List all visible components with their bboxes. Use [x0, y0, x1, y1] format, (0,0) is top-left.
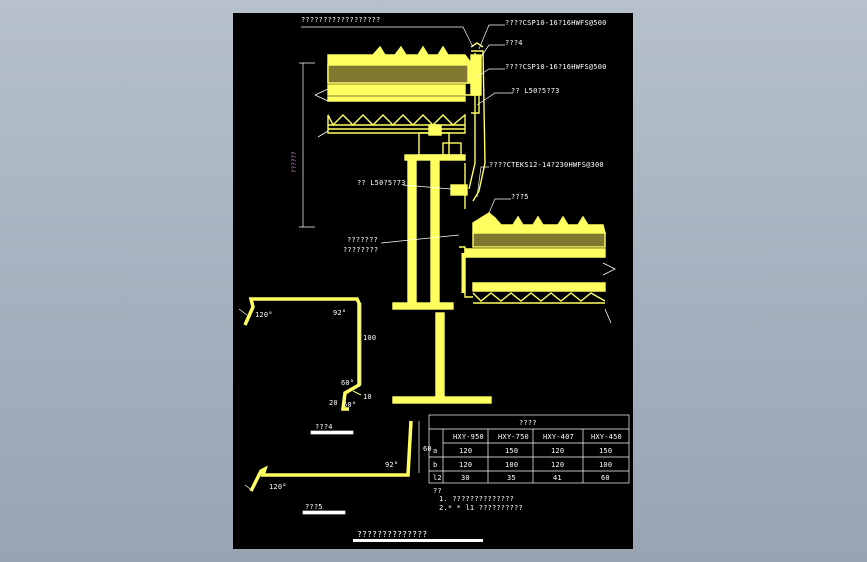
table-cell: a: [433, 447, 438, 455]
callout-8: ???????: [347, 236, 378, 244]
detail5-dim-1: 60: [423, 445, 432, 453]
table-title: ????: [519, 419, 537, 427]
detail4-angle-3: 60°: [341, 379, 355, 387]
table-header: HXY-950: [453, 433, 484, 441]
table-cell: b: [433, 461, 438, 469]
table-cell: 150: [505, 447, 519, 455]
table-cell: l2: [433, 474, 442, 482]
detail4-dim-1: 100: [363, 334, 377, 342]
table-cell: 60: [601, 474, 610, 482]
detail4-angle-1: 120°: [255, 311, 273, 319]
table-cell: 120: [551, 461, 565, 469]
callout-3: ????CSP10-16?16HWFS@500: [505, 63, 607, 71]
table-cell: 100: [599, 461, 613, 469]
notes-line-1: 1. ??????????????: [439, 495, 515, 503]
table-cell: 41: [553, 474, 562, 482]
bottom-title: ??????????????: [357, 530, 428, 539]
gutter-parapet: [465, 42, 486, 202]
cad-drawing: [238, 24, 630, 542]
callout-4: ?? L50?5?73: [511, 87, 560, 95]
callout-5: ????CTEKS12-14?230HWFS@300: [489, 161, 604, 169]
detail-4-dims: [238, 303, 362, 435]
spec-table-grid: [428, 414, 630, 484]
top-title: ??????????????????: [301, 16, 381, 24]
callout-7: ???5: [511, 193, 529, 201]
notes-line-2: 2.* * l1 ??????????: [439, 504, 523, 512]
callout-1: ????CSP10-16?16HWFS@500: [505, 19, 607, 27]
table-cell: 100: [505, 461, 519, 469]
table-cell: 35: [507, 474, 516, 482]
detail4-angle-2: 92°: [333, 309, 347, 317]
notes-heading: ??: [433, 487, 442, 495]
lower-roof-assembly: [459, 212, 616, 324]
detail4-angle-4: 20: [329, 399, 338, 407]
detail5-caption: ???5: [305, 503, 323, 511]
table-cell: 30: [461, 474, 470, 482]
detail-5-dims: [244, 421, 420, 515]
leader-lines: [301, 24, 513, 244]
callout-9: ????????: [343, 246, 379, 254]
detail4-dim-2: 10: [363, 393, 372, 401]
dimension-line: [299, 62, 315, 228]
table-cell: 120: [551, 447, 565, 455]
steel-column: [392, 124, 492, 404]
callout-2: ???4: [505, 39, 523, 47]
detail4-caption: ???4: [315, 423, 333, 431]
detail5-angle-2: 120°: [269, 483, 287, 491]
table-cell: 120: [459, 461, 473, 469]
table-header: HXY-407: [543, 433, 574, 441]
drawing-sheet: ?????????????????? ????CSP10-16?16HWFS@5…: [233, 13, 633, 549]
table-cell: 120: [459, 447, 473, 455]
upper-roof-assembly: [314, 45, 472, 138]
callout-6: ?? L50?5?73: [357, 179, 406, 187]
bottom-underline: [353, 539, 483, 542]
table-cell: 150: [599, 447, 613, 455]
detail4-angle-5: 60°: [343, 401, 357, 409]
table-header: HXY-450: [591, 433, 622, 441]
detail-5-profile: [249, 420, 413, 492]
vertical-dimension: ??????: [291, 151, 298, 173]
table-header: HXY-750: [498, 433, 529, 441]
detail5-angle-1: 92°: [385, 461, 399, 469]
detail-4-profile: [243, 297, 362, 411]
